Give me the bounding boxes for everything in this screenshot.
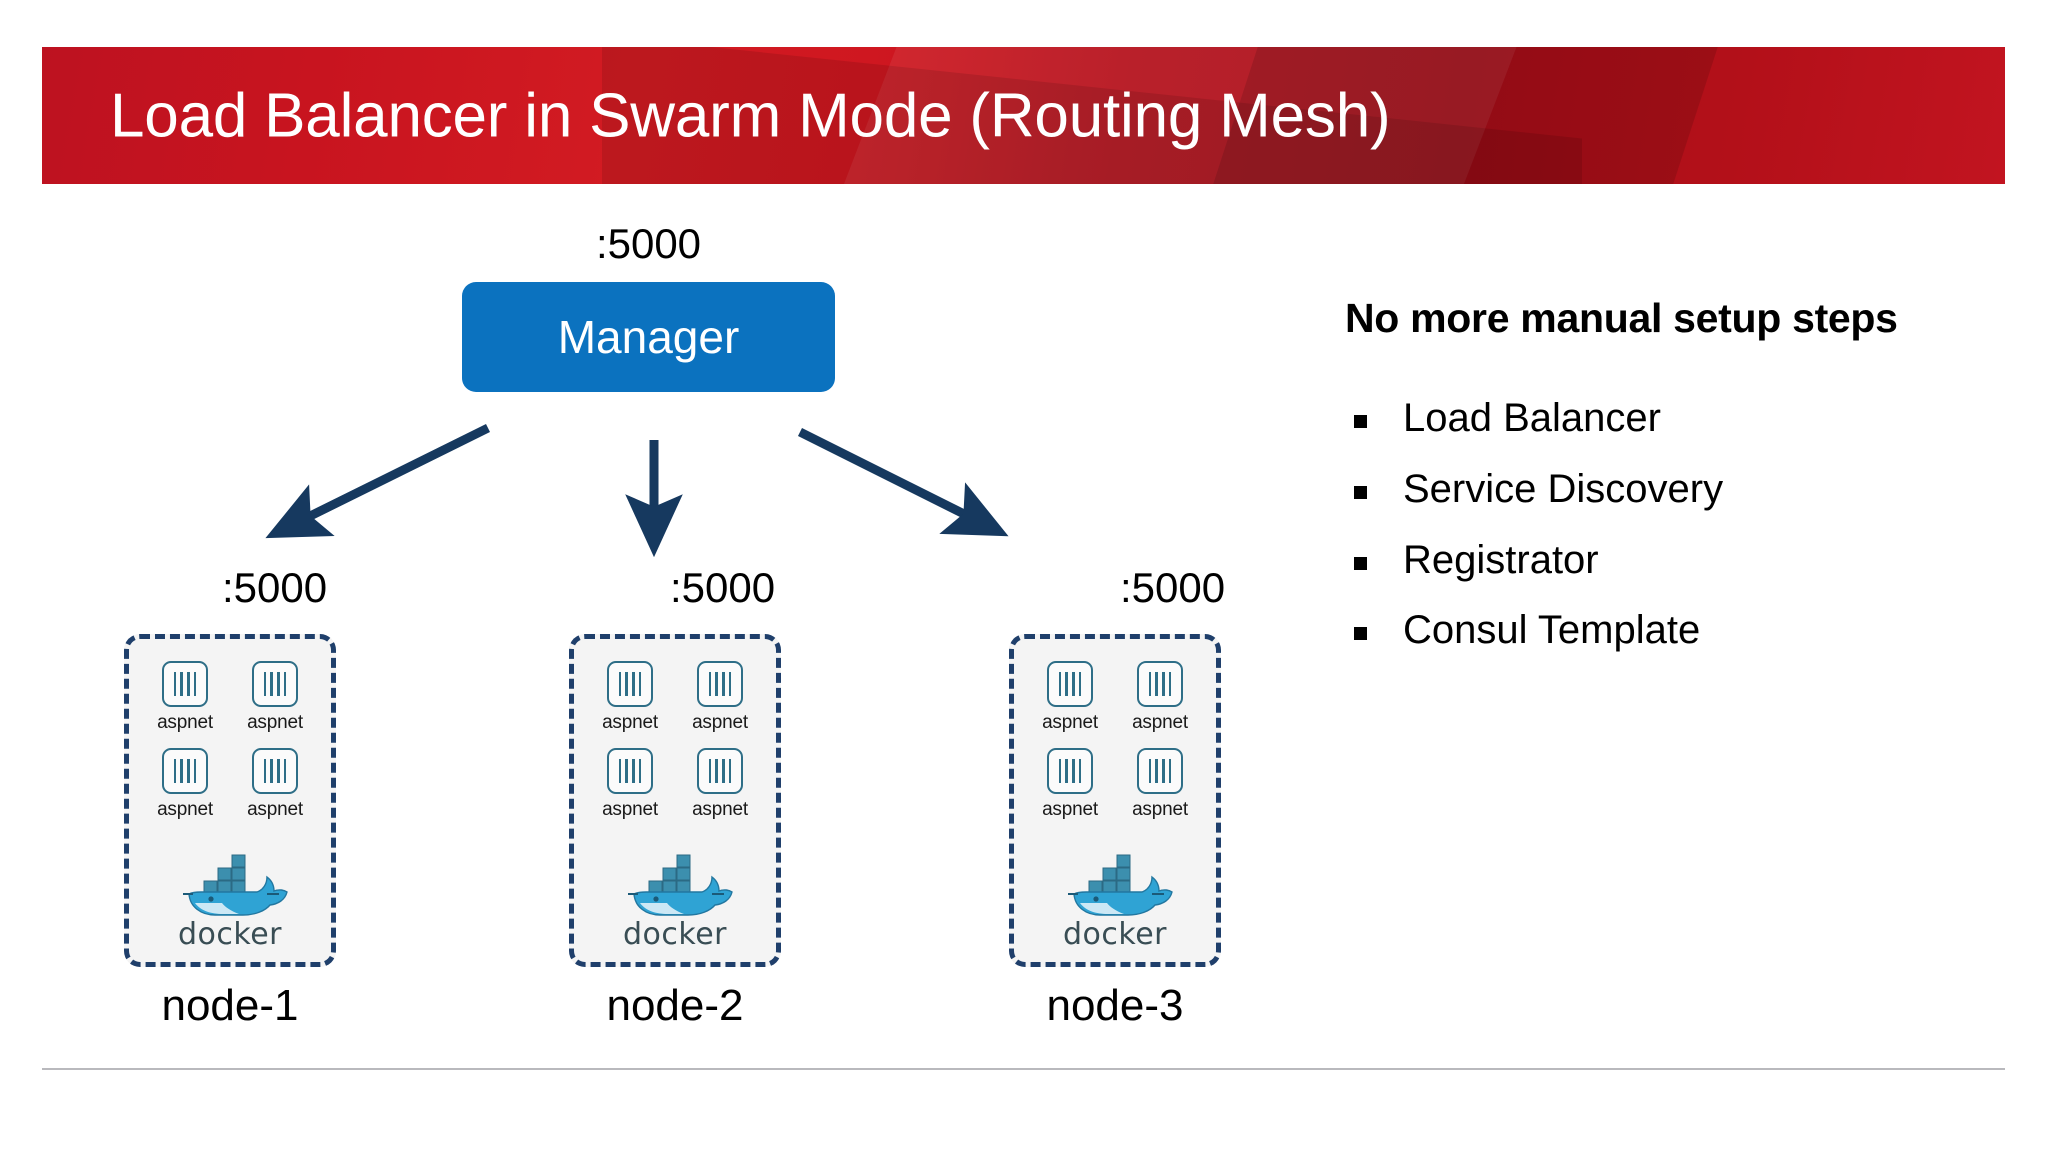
docker-whale-icon bbox=[628, 854, 733, 916]
container-item[interactable]: aspnet bbox=[1042, 661, 1098, 734]
aspnet-container-icon bbox=[1046, 748, 1093, 794]
list-item: Consul Template bbox=[1345, 608, 2035, 653]
list-item-label: Registrator bbox=[1403, 537, 1599, 582]
container-item[interactable]: aspnet bbox=[1042, 748, 1098, 821]
container-label: aspnet bbox=[602, 712, 658, 733]
aspnet-container-icon bbox=[251, 748, 298, 794]
container-item[interactable]: aspnet bbox=[157, 661, 213, 734]
container-label: aspnet bbox=[247, 799, 303, 820]
node-3-box[interactable]: aspnet aspnet aspnet aspnet bbox=[1009, 634, 1221, 967]
bullet-square-icon bbox=[1354, 485, 1367, 499]
manager-node-box[interactable]: Manager bbox=[462, 282, 835, 392]
benefits-list: Load Balancer Service Discovery Registra… bbox=[1345, 396, 2035, 653]
docker-whale-icon bbox=[1068, 854, 1173, 916]
list-item-label: Consul Template bbox=[1403, 608, 1701, 653]
container-item[interactable]: aspnet bbox=[157, 748, 213, 821]
container-label: aspnet bbox=[157, 799, 213, 820]
docker-logo: docker bbox=[600, 845, 750, 952]
docker-whale-icon bbox=[183, 854, 288, 916]
list-item: Registrator bbox=[1345, 538, 2035, 583]
node-2-container-grid: aspnet aspnet aspnet aspnet bbox=[587, 661, 763, 821]
node-2-port-label: :5000 bbox=[670, 564, 776, 611]
aspnet-container-icon bbox=[606, 661, 653, 707]
manager-port-label: :5000 bbox=[595, 220, 702, 267]
container-item[interactable]: aspnet bbox=[247, 748, 303, 821]
node-3-name-label: node-3 bbox=[1046, 981, 1184, 1030]
container-label: aspnet bbox=[1132, 799, 1188, 820]
manager-node-label: Manager bbox=[557, 311, 740, 363]
docker-logo: docker bbox=[1040, 845, 1190, 952]
container-item[interactable]: aspnet bbox=[692, 748, 748, 821]
aspnet-container-icon bbox=[161, 748, 208, 794]
right-text-panel: No more manual setup steps Load Balancer… bbox=[1345, 295, 2035, 679]
docker-wordmark: docker bbox=[178, 917, 282, 952]
container-item[interactable]: aspnet bbox=[1132, 748, 1188, 821]
container-item[interactable]: aspnet bbox=[602, 661, 658, 734]
list-item-label: Load Balancer bbox=[1403, 396, 1661, 440]
list-item-label: Service Discovery bbox=[1403, 466, 1724, 511]
aspnet-container-icon bbox=[1136, 748, 1183, 794]
node-2-name-label: node-2 bbox=[606, 981, 744, 1030]
aspnet-container-icon bbox=[696, 748, 743, 794]
container-label: aspnet bbox=[247, 712, 303, 733]
container-item[interactable]: aspnet bbox=[692, 661, 748, 734]
node-1-name-label: node-1 bbox=[161, 981, 299, 1030]
node-2-box[interactable]: aspnet aspnet aspnet aspnet bbox=[569, 634, 781, 967]
aspnet-container-icon bbox=[696, 661, 743, 707]
node-1-box[interactable]: aspnet aspnet aspnet aspnet bbox=[124, 634, 336, 967]
bullet-square-icon bbox=[1354, 415, 1367, 428]
node-3-port-label: :5000 bbox=[1120, 564, 1226, 611]
bottom-divider bbox=[42, 1068, 2005, 1070]
container-item[interactable]: aspnet bbox=[1132, 661, 1188, 734]
container-label: aspnet bbox=[1132, 712, 1188, 733]
bullet-square-icon bbox=[1354, 627, 1367, 641]
node-column-3: :5000 aspnet aspnet aspnet aspnet bbox=[990, 560, 1240, 1031]
bullet-square-icon bbox=[1354, 556, 1367, 570]
container-label: aspnet bbox=[692, 712, 748, 733]
list-item: Service Discovery bbox=[1345, 467, 2035, 512]
aspnet-container-icon bbox=[161, 661, 208, 707]
aspnet-container-icon bbox=[606, 748, 653, 794]
page-title: Load Balancer in Swarm Mode (Routing Mes… bbox=[110, 81, 1391, 150]
list-item: Load Balancer bbox=[1345, 396, 2035, 441]
node-3-container-grid: aspnet aspnet aspnet aspnet bbox=[1027, 661, 1203, 821]
node-column-2: :5000 aspnet aspnet aspnet aspnet bbox=[550, 560, 800, 1031]
container-label: aspnet bbox=[1042, 712, 1098, 733]
docker-wordmark: docker bbox=[623, 917, 727, 952]
node-1-port-label: :5000 bbox=[222, 564, 328, 611]
docker-wordmark: docker bbox=[1063, 917, 1167, 952]
aspnet-container-icon bbox=[1136, 661, 1183, 707]
node-1-container-grid: aspnet aspnet aspnet aspnet bbox=[142, 661, 318, 821]
node-column-1: :5000 aspnet aspnet aspnet aspnet bbox=[105, 560, 355, 1031]
manager-to-node-1-arrow bbox=[265, 423, 490, 539]
aspnet-container-icon bbox=[251, 661, 298, 707]
container-item[interactable]: aspnet bbox=[602, 748, 658, 821]
container-label: aspnet bbox=[1042, 799, 1098, 820]
docker-logo: docker bbox=[155, 845, 305, 952]
aspnet-container-icon bbox=[1046, 661, 1093, 707]
container-label: aspnet bbox=[157, 712, 213, 733]
title-banner: Load Balancer in Swarm Mode (Routing Mes… bbox=[42, 47, 2005, 184]
manager-to-node-3-arrow bbox=[797, 427, 1009, 537]
container-label: aspnet bbox=[692, 799, 748, 820]
panel-heading: No more manual setup steps bbox=[1345, 295, 1898, 341]
container-item[interactable]: aspnet bbox=[247, 661, 303, 734]
container-label: aspnet bbox=[602, 799, 658, 820]
